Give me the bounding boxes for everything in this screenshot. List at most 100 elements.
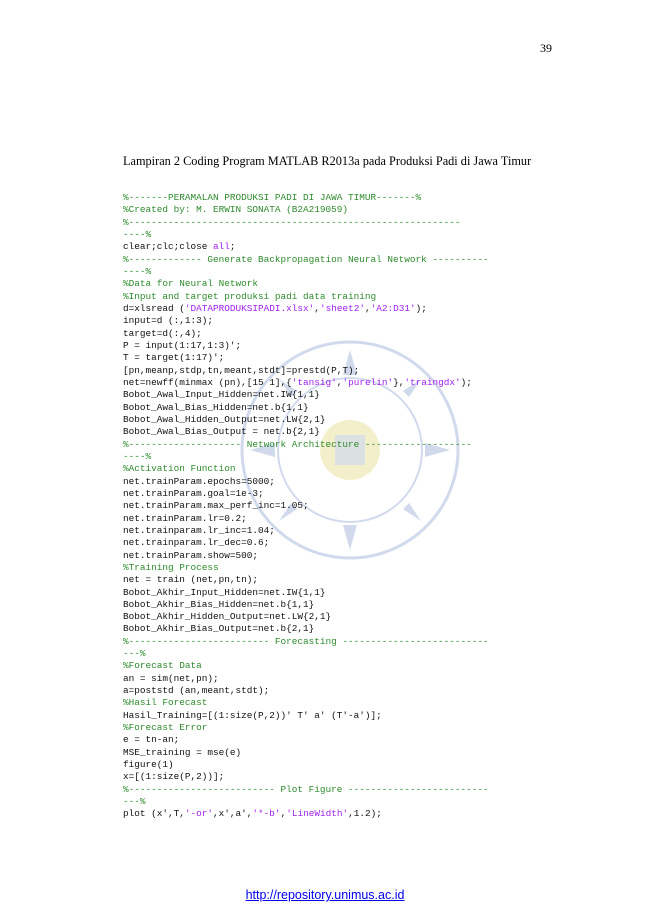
code-text: net = train (net,pn,tn); (123, 574, 259, 586)
code-line: %Data for Neural Network (123, 278, 563, 290)
code-text: e = tn-an; (123, 734, 180, 746)
code-comment: %Forecast Data (123, 660, 202, 672)
code-string: '*-b' (252, 808, 281, 820)
code-text: ,1.2); (348, 808, 382, 820)
code-line: %Forecast Data (123, 660, 563, 672)
code-line: %-------------------------- Plot Figure … (123, 784, 563, 796)
code-comment: ---% (123, 796, 146, 808)
code-line: Bobot_Awal_Bias_Hidden=net.b{1,1} (123, 402, 563, 414)
code-text: net.trainparam.lr_inc=1.04; (123, 524, 275, 536)
code-comment: %Forecast Error (123, 722, 208, 734)
code-comment: %-------------------- Network Architectu… (123, 438, 472, 450)
code-text: ); (460, 376, 472, 388)
code-comment: %Created by: M. ERWIN SONATA (B2A219059) (123, 204, 349, 216)
code-line: %Forecast Error (123, 722, 563, 734)
repository-link[interactable]: http://repository.unimus.ac.id (245, 888, 405, 902)
code-text: d=xlsread ( (123, 302, 185, 314)
code-line: a=poststd (an,meant,stdt); (123, 685, 563, 697)
code-string: 'DATAPRODUKSIPADI.xlsx' (184, 302, 315, 314)
code-text: Bobot_Awal_Bias_Hidden=net.b{1,1} (123, 401, 309, 413)
code-comment: %Data for Neural Network (123, 278, 259, 290)
code-line: %Training Process (123, 562, 563, 574)
code-text: [pn,meanp,stdp,tn,meant,stdt]=prestd(P,T… (123, 364, 360, 376)
code-text: , (280, 808, 287, 820)
code-text: target=d(:,4); (123, 327, 202, 339)
code-line: net.trainParam.lr=0.2; (123, 513, 563, 525)
code-comment: %---------------------------------------… (123, 216, 461, 228)
code-string: 'LineWidth' (286, 808, 349, 820)
code-text: Bobot_Akhir_Input_Hidden=net.IW{1,1} (123, 586, 326, 598)
code-text: net.trainparam.lr_dec=0.6; (123, 537, 270, 549)
code-text: a=poststd (an,meant,stdt); (123, 685, 270, 697)
code-text: net.trainParam.show=500; (123, 549, 259, 561)
code-line: e = tn-an; (123, 734, 563, 746)
code-line: P = input(1:17,1:3)'; (123, 340, 563, 352)
code-line: Bobot_Awal_Input_Hidden=net.IW{1,1} (123, 389, 563, 401)
code-line: Bobot_Akhir_Hidden_Output=net.LW{2,1} (123, 611, 563, 623)
code-comment: %-------------------------- Plot Figure … (123, 783, 489, 795)
code-comment: ---% (123, 648, 146, 660)
code-line: %-------------------- Network Architectu… (123, 439, 563, 451)
code-line: net.trainParam.max_perf_inc=1.05; (123, 500, 563, 512)
university-seal-watermark (240, 340, 460, 560)
code-line: an = sim(net,pn); (123, 673, 563, 685)
code-comment: ----% (123, 228, 152, 240)
code-text: x=[(1:size(P,2))]; (123, 771, 225, 783)
code-line: ----% (123, 266, 563, 278)
code-line: net.trainparam.lr_dec=0.6; (123, 537, 563, 549)
code-line: Bobot_Akhir_Input_Hidden=net.IW{1,1} (123, 587, 563, 599)
code-line: %Hasil Forecast (123, 697, 563, 709)
code-text: Bobot_Akhir_Bias_Output=net.b{2,1} (123, 623, 315, 635)
code-line: x=[(1:size(P,2))]; (123, 771, 563, 783)
code-string: 'traingdx' (404, 376, 461, 388)
code-line: Bobot_Akhir_Bias_Hidden=net.b{1,1} (123, 599, 563, 611)
code-text: an = sim(net,pn); (123, 672, 219, 684)
code-line: ----% (123, 451, 563, 463)
code-line: %-------PERAMALAN PRODUKSI PADI DI JAWA … (123, 192, 563, 204)
code-text: clear;clc;close (123, 241, 214, 253)
code-text: Bobot_Awal_Hidden_Output=net.LW{2,1} (123, 413, 326, 425)
code-string: 'sheet2' (319, 302, 365, 314)
code-line: ---% (123, 796, 563, 808)
code-line: figure(1) (123, 759, 563, 771)
code-line: net.trainparam.lr_inc=1.04; (123, 525, 563, 537)
page-number: 39 (540, 41, 552, 55)
code-line: %------------------------- Forecasting -… (123, 636, 563, 648)
code-line: MSE_training = mse(e) (123, 747, 563, 759)
code-text: P = input(1:17,1:3)'; (123, 339, 242, 351)
code-text: , (336, 376, 343, 388)
code-comment: %------------------------- Forecasting -… (123, 635, 489, 647)
code-line: Bobot_Akhir_Bias_Output=net.b{2,1} (123, 623, 563, 635)
code-line: d=xlsread ('DATAPRODUKSIPADI.xlsx','shee… (123, 303, 563, 315)
code-text: MSE_training = mse(e) (123, 746, 242, 758)
code-text: }, (393, 376, 405, 388)
code-line: T = target(1:17)'; (123, 352, 563, 364)
code-string: 'tansig' (291, 376, 337, 388)
matlab-code-listing: %-------PERAMALAN PRODUKSI PADI DI JAWA … (123, 192, 563, 821)
code-line: %Input and target produksi padi data tra… (123, 291, 563, 303)
code-string: all (213, 241, 230, 253)
code-text: net.trainParam.max_perf_inc=1.05; (123, 500, 309, 512)
code-comment: ----% (123, 265, 152, 277)
code-text: input=d (:,1:3); (123, 315, 214, 327)
code-string: 'purelin' (342, 376, 394, 388)
code-line: net.trainParam.epochs=5000; (123, 476, 563, 488)
code-line: net=newff(minmax (pn),[15 1],{'tansig','… (123, 377, 563, 389)
code-line: %Created by: M. ERWIN SONATA (B2A219059) (123, 204, 563, 216)
code-line: ----% (123, 229, 563, 241)
code-line: net.trainParam.show=500; (123, 550, 563, 562)
code-comment: %Training Process (123, 561, 219, 573)
code-text: plot (x',T, (123, 808, 185, 820)
appendix-caption: Lampiran 2 Coding Program MATLAB R2013a … (123, 154, 532, 168)
code-line: Bobot_Awal_Hidden_Output=net.LW{2,1} (123, 414, 563, 426)
code-line: clear;clc;close all; (123, 241, 563, 253)
code-line: %------------- Generate Backpropagation … (123, 254, 563, 266)
code-line: plot (x',T,'-or',x',a','*-b','LineWidth'… (123, 808, 563, 820)
code-text: ,x',a', (213, 808, 253, 820)
code-line: [pn,meanp,stdp,tn,meant,stdt]=prestd(P,T… (123, 365, 563, 377)
code-text: Bobot_Awal_Bias_Output = net.b{2,1} (123, 426, 320, 438)
code-text: ; (229, 241, 236, 253)
code-text: Bobot_Akhir_Bias_Hidden=net.b{1,1} (123, 598, 315, 610)
code-text: Bobot_Awal_Input_Hidden=net.IW{1,1} (123, 389, 320, 401)
code-comment: %------------- Generate Backpropagation … (123, 253, 489, 265)
